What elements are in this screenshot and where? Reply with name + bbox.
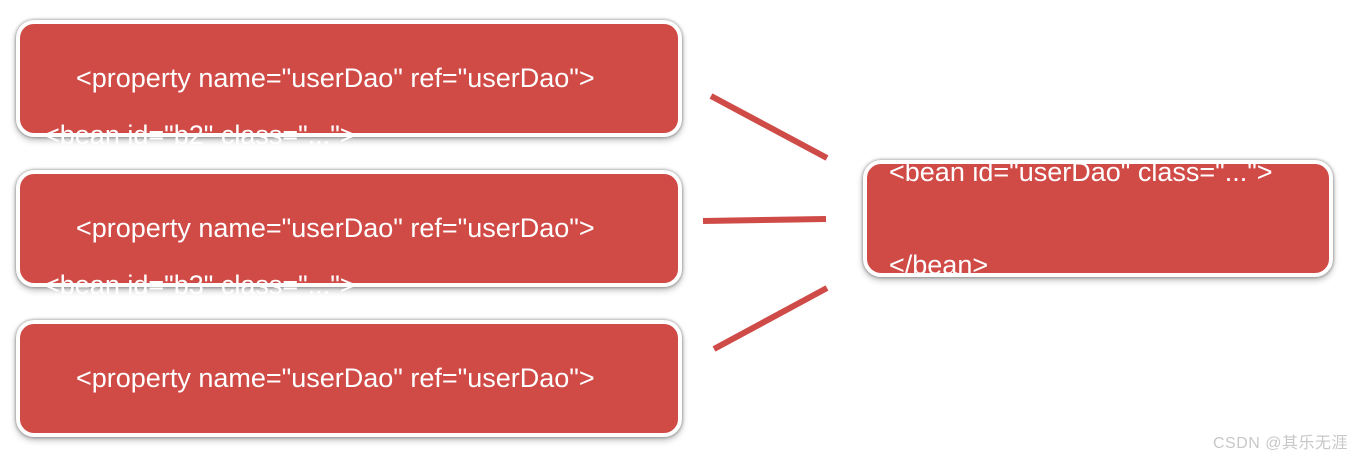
code-line: <property name="userDao" ref="userDao"> [76, 363, 595, 393]
connector-line-b3-to-userdao [712, 285, 829, 352]
code-line: </bean> [889, 249, 989, 280]
watermark: CSDN @其乐无涯 [1212, 435, 1348, 452]
code-line: </bean> [44, 456, 595, 458]
code-line: <bean id="b1" class="..."> [44, 0, 595, 1]
code-line: <bean id="b2" class="..."> [44, 120, 356, 150]
connector-line-b1-to-userdao [709, 93, 829, 161]
bean-box-b3: <bean id="b3" class="..."> <property nam… [16, 270, 682, 458]
code-line: <bean id="b3" class="..."> [44, 270, 356, 300]
code-line: <property name="userDao" ref="userDao"> [76, 63, 595, 93]
bean-box-b2: <bean id="b2" class="..."> <property nam… [16, 120, 682, 336]
bean-b2-code: <bean id="b2" class="..."> <property nam… [44, 58, 595, 399]
bean-userdao-code: <bean id="userDao" class="..."> </bean> [889, 95, 1273, 343]
bean-box-userdao: <bean id="userDao" class="..."> </bean> [863, 157, 1333, 280]
code-line: <bean id="userDao" class="..."> [889, 156, 1273, 187]
code-line: <property name="userDao" ref="userDao"> [76, 213, 595, 243]
connector-line-b2-to-userdao [702, 216, 827, 224]
bean-b3-code: <bean id="b3" class="..."> <property nam… [44, 208, 595, 458]
